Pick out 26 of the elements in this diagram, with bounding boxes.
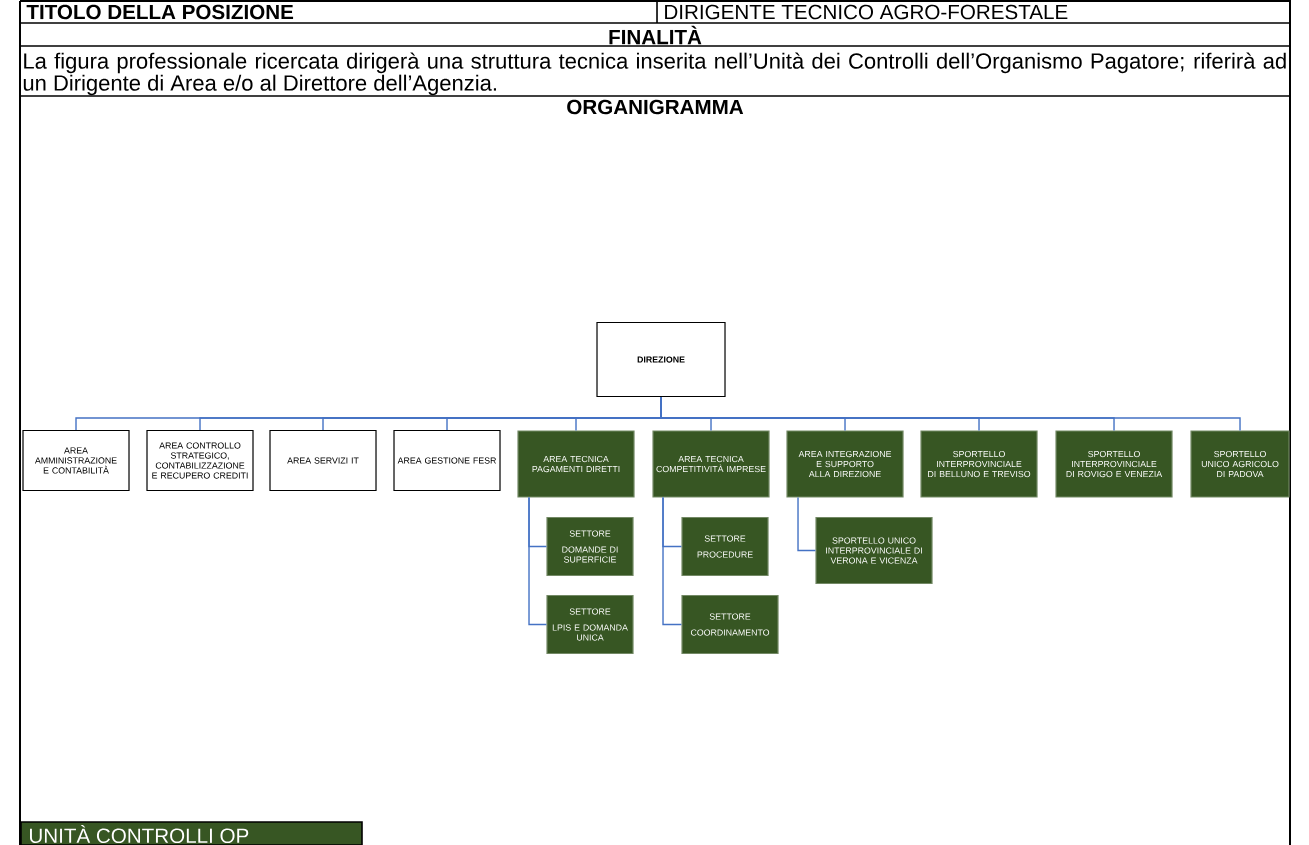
connector bbox=[662, 496, 683, 626]
section-heading: ORGANIGRAMMA bbox=[567, 99, 744, 115]
position-box: AREA CONTROLLO STRATEGICO, CONTABILIZZAZIONE E RECUPERO CREDITI bbox=[146, 429, 254, 492]
section-heading: FINALITÀ bbox=[609, 25, 702, 45]
position-box: SETTORE DOMANDE DI SUPERFICIE bbox=[546, 516, 634, 577]
legend-bar: UNITÀ CONTROLLI OP bbox=[20, 821, 363, 845]
position-box: SPORTELLO UNICO AGRICOLO DI PADOVA bbox=[1190, 430, 1290, 498]
position-box: SPORTELLO INTERPROVINCIALE DI ROVIGO E VENEZIA bbox=[1055, 430, 1173, 498]
connector bbox=[528, 496, 548, 626]
position-box: AREA GESTIONE FESR bbox=[393, 429, 501, 492]
connector bbox=[660, 396, 1241, 432]
position-box: SETTORE PROCEDURE bbox=[681, 516, 769, 577]
position-box: DIREZIONE bbox=[596, 321, 726, 398]
position-box: SPORTELLO UNICO INTERPROVINCIALE DI VERONA E VICENZA bbox=[815, 516, 933, 585]
position-box: AREA INTEGRAZIONE E SUPPORTO ALLA DIREZIONE bbox=[786, 430, 904, 498]
position-box: SETTORE LPIS E DOMANDA UNICA bbox=[546, 594, 634, 655]
position-box: AREA TECNICA PAGAMENTI DIRETTI bbox=[517, 430, 635, 498]
connector bbox=[797, 496, 817, 552]
position-box: AREA AMMINISTRAZIONE E CONTABILITÀ bbox=[22, 429, 130, 492]
position-box: AREA TECNICA COMPETITIVITÀ IMPRESE bbox=[652, 430, 770, 498]
position-box: AREA SERVIZI IT bbox=[269, 429, 377, 492]
position-box: SPORTELLO INTERPROVINCIALE DI BELLUNO E TREVISO bbox=[920, 430, 1038, 498]
paragraph: La figura professionale ricercata dirigerà una struttura tecnica inserita nell’Unità dei Controlli dell’Organismo Pagatore; riferirà ad un Dirigente di Area e/o al Direttore dell’Agenzia. bbox=[23, 52, 1286, 96]
heading: TITOLO DELLA POSIZIONE bbox=[26, 4, 294, 20]
heading-value: DIRIGENTE TECNICO AGRO-FORESTALE bbox=[665, 4, 1068, 20]
position-box: SETTORE COORDINAMENTO bbox=[681, 594, 779, 655]
